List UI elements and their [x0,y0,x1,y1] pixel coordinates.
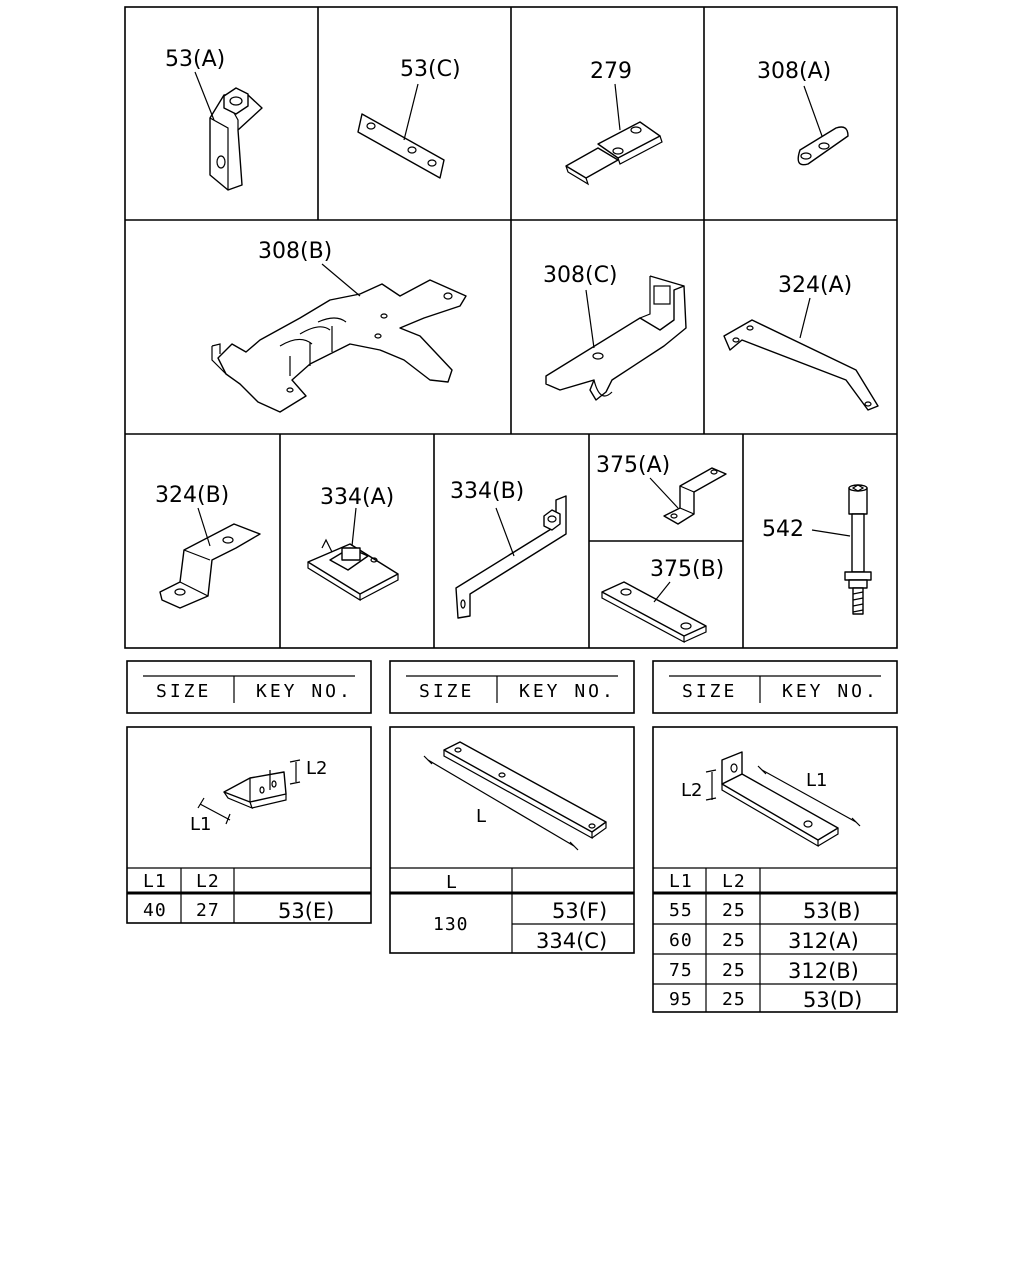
part-334b: 334(B) [450,479,567,619]
cell-l2: 25 [722,960,746,981]
cell-l1: 75 [669,960,693,981]
cell-l1: 55 [669,900,693,921]
cell-key-no: 312(A) [788,929,859,953]
cell-key-no: 53(B) [803,899,861,923]
part-308a: 308(A) [757,59,849,166]
size-table-3: L2 L1 L1 L2 55 25 53(B) 60 25 312(A) 75 … [652,726,898,1013]
cell-key-no: 53(E) [278,899,334,923]
cell-l2: 27 [196,900,220,921]
part-542: 542 [762,484,872,615]
column-header: L2 [196,871,220,892]
part-label: 334(B) [450,479,524,504]
part-label: 375(B) [650,557,724,582]
size-table-2: L L 130 53(F) 334(C) [389,726,635,954]
part-label: 308(B) [258,239,332,264]
size-table-3-header: SIZE KEY NO. [652,660,898,714]
cell-l1: 60 [669,930,693,951]
dim-label-l1: L1 [190,814,211,835]
size-header: SIZE [682,681,737,702]
part-308c: 308(C) [543,263,687,401]
part-324b: 324(B) [155,483,261,609]
part-308b: 308(B) [211,239,467,413]
size-table-1-header: SIZE KEY NO. [126,660,372,714]
dim-label-l2: L2 [306,758,327,779]
part-label: 53(A) [165,47,225,72]
size-table-2-header: SIZE KEY NO. [389,660,635,714]
size-table-1: L2 L1 L1 L2 40 27 53(E) [126,726,372,924]
part-279: 279 [565,59,663,186]
part-label: 375(A) [596,453,670,478]
size-header: SIZE [156,681,211,702]
part-375a: 375(A) [596,453,727,525]
part-53a: 53(A) [165,47,263,191]
dim-label-l2: L2 [681,780,702,801]
cell-l2: 25 [722,900,746,921]
cell-key-no: 53(D) [803,988,862,1012]
part-label: 542 [762,517,804,542]
cell-key-no: 312(B) [788,959,859,983]
cell-key-no: 53(F) [552,899,607,923]
cell-l2: 25 [722,930,746,951]
key-no-header: KEY NO. [782,681,879,702]
part-53c: 53(C) [357,57,461,179]
part-label: 324(B) [155,483,229,508]
part-375b: 375(B) [601,557,724,644]
part-label: 334(A) [320,485,394,510]
cell-key-no: 334(C) [536,929,607,953]
column-header: L [446,872,458,893]
part-label: 324(A) [778,273,852,298]
cell-l: 130 [433,914,469,935]
parts-grid [124,6,898,649]
dim-label-l1: L1 [806,770,827,791]
cell-l1: 95 [669,989,693,1010]
cell-l1: 40 [143,900,167,921]
part-label: 53(C) [400,57,461,82]
dim-label-l: L [476,806,486,827]
cell-l2: 25 [722,989,746,1010]
column-header: L1 [143,871,167,892]
column-header: L1 [669,871,693,892]
part-label: 308(A) [757,59,831,84]
key-no-header: KEY NO. [256,681,353,702]
part-334a: 334(A) [307,485,399,602]
key-no-header: KEY NO. [519,681,616,702]
size-header: SIZE [419,681,474,702]
column-header: L2 [722,871,746,892]
part-label: 308(C) [543,263,618,288]
part-324a: 324(A) [723,273,879,411]
part-label: 279 [590,59,632,84]
